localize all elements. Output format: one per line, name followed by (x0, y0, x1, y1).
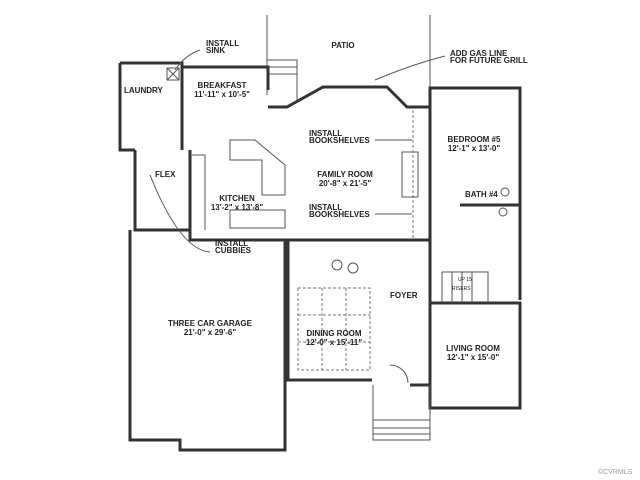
svg-text:12'-0" x 15'-11": 12'-0" x 15'-11" (306, 338, 363, 347)
dining-grid (297, 287, 371, 371)
note-gas-line: ADD GAS LINE (450, 49, 508, 58)
note-install-sink: INSTALL (206, 39, 239, 48)
svg-text:13'-2" x 13'-8": 13'-2" x 13'-8" (211, 203, 264, 212)
walls (118, 61, 522, 452)
svg-text:BOOKSHELVES: BOOKSHELVES (309, 136, 370, 145)
label-living-room: LIVING ROOM (446, 344, 500, 353)
label-dining-room: DINING ROOM (306, 329, 361, 338)
label-foyer: FOYER (390, 291, 418, 300)
label-laundry: LAUNDRY (124, 86, 163, 95)
watermark: ©CVRMLS (598, 468, 633, 476)
stairs: UP 15 RISERS (441, 271, 489, 303)
label-breakfast: BREAKFAST (198, 81, 247, 90)
label-bath-4: BATH #4 (465, 190, 498, 199)
note-bookshelves-top: INSTALL (309, 129, 342, 138)
label-garage: THREE CAR GARAGE (168, 319, 253, 328)
label-bedroom-5: BEDROOM #5 (448, 135, 501, 144)
svg-text:RISERS: RISERS (452, 286, 471, 292)
fixtures (166, 67, 510, 274)
porch (372, 364, 431, 441)
svg-text:21'-0" x 29'-6": 21'-0" x 29'-6" (184, 328, 237, 337)
svg-text:FOR FUTURE GRILL: FOR FUTURE GRILL (450, 56, 528, 65)
svg-text:SINK: SINK (206, 46, 225, 55)
svg-text:CUBBIES: CUBBIES (215, 246, 252, 255)
leaders (149, 49, 446, 253)
note-bookshelves-bottom: INSTALL (309, 203, 342, 212)
svg-text:UP 15: UP 15 (458, 277, 472, 283)
svg-text:BOOKSHELVES: BOOKSHELVES (309, 210, 370, 219)
svg-text:20'-8" x 21'-5": 20'-8" x 21'-5" (319, 179, 372, 188)
label-kitchen: KITCHEN (219, 194, 255, 203)
svg-text:12'-1" x 13'-0": 12'-1" x 13'-0" (448, 144, 501, 153)
label-flex: FLEX (155, 170, 176, 179)
label-family-room: FAMILY ROOM (317, 170, 373, 179)
note-install-cubbies: INSTALL (215, 239, 248, 248)
label-patio: PATIO (331, 41, 354, 50)
svg-text:12'-1" x 15'-0": 12'-1" x 15'-0" (447, 353, 500, 362)
svg-text:11'-11" x 10'-5": 11'-11" x 10'-5" (194, 90, 250, 99)
